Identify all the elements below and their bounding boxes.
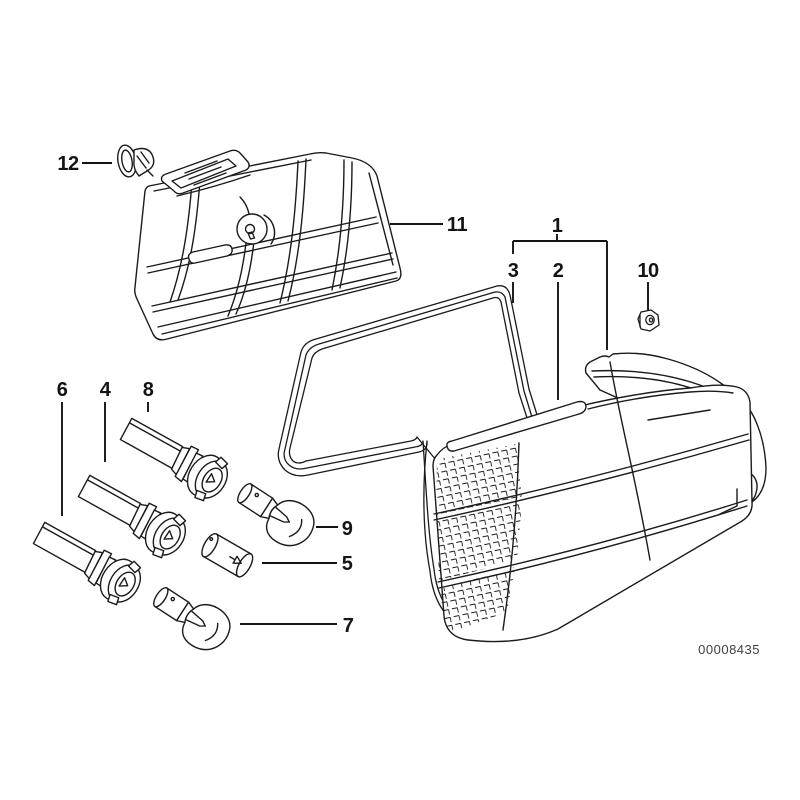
- callout-5: 5: [342, 553, 353, 575]
- callout-2: 2: [553, 260, 564, 282]
- callout-3: 3: [508, 260, 519, 282]
- callout-8: 8: [143, 379, 154, 401]
- callout-7: 7: [343, 615, 354, 637]
- retaining-clip: [117, 144, 155, 178]
- leader-lines: [61, 162, 649, 625]
- tail-light-lens: [432, 361, 753, 643]
- leader-1-bracket: [512, 234, 608, 350]
- callout-6: 6: [57, 379, 68, 401]
- carrier-handle: [160, 149, 250, 195]
- callout-1: 1: [552, 215, 563, 237]
- callout-12: 12: [57, 153, 79, 175]
- callout-9: 9: [342, 518, 353, 540]
- callout-10: 10: [637, 260, 659, 282]
- callout-labels: 12 11 1 3 2 10 6 4 8 9 5 7: [57, 153, 660, 637]
- lens-hatch-upper: [436, 444, 522, 515]
- document-number: 00008435: [698, 642, 760, 657]
- hex-nut: [637, 309, 660, 332]
- callout-11: 11: [447, 214, 468, 236]
- callout-4: 4: [100, 379, 112, 401]
- lamp-carrier: [134, 149, 402, 341]
- lens-hatch-middle: [437, 501, 522, 581]
- carrier-boss: [236, 213, 268, 245]
